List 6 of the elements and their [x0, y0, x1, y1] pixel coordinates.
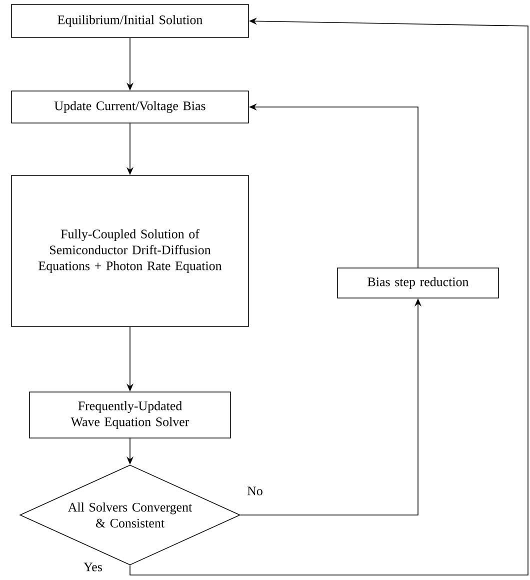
process-box: Equilibrium/Initial Solution	[11, 4, 249, 38]
process-box: Fully-Coupled Solution of Semiconductor Drift-Diffusion Equations + Photon Rate Equation	[11, 175, 249, 327]
process-box: Update Current/Voltage Bias	[11, 90, 249, 124]
edge-label: No	[246, 486, 264, 496]
process-box: Bias step reduction	[337, 268, 499, 298]
process-box: Frequently-Updated Wave Equation Solver	[29, 392, 231, 438]
